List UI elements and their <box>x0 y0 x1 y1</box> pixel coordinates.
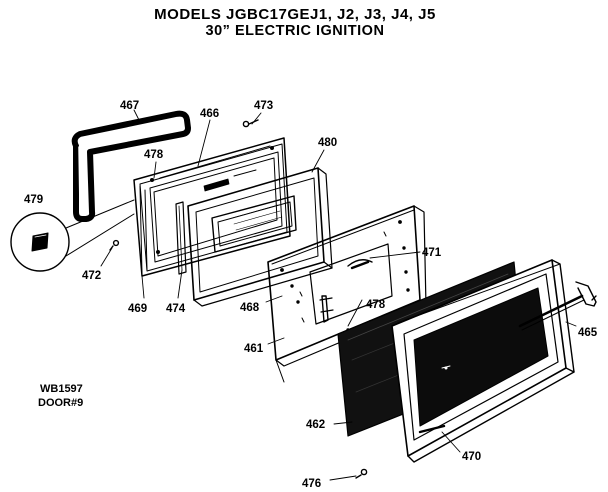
callout-468: 468 <box>240 302 260 314</box>
callout-478-mid: 478 <box>366 299 386 311</box>
callout-461: 461 <box>244 343 264 355</box>
callout-471: 471 <box>422 247 442 259</box>
screw-473 <box>242 119 259 128</box>
callout-467: 467 <box>120 100 139 112</box>
plate-code: WB1597 <box>40 383 83 395</box>
callout-474: 474 <box>166 303 186 315</box>
leader-lines <box>100 109 577 481</box>
diagram-title: MODELS JGBC17GEJ1, J2, J3, J4, J5 30” EL… <box>0 6 608 40</box>
title-models: MODELS JGBC17GEJ1, J2, J3, J4, J5 <box>154 6 436 23</box>
door-handle-465 <box>518 281 597 331</box>
callout-466: 466 <box>200 108 219 120</box>
side-trim-474 <box>175 201 187 275</box>
callout-462: 462 <box>306 419 325 431</box>
plate-door: DOOR#9 <box>38 397 84 409</box>
inner-door-frame-466 <box>133 137 291 277</box>
callout-479: 479 <box>24 194 43 206</box>
outer-door-frame-470 <box>391 259 575 463</box>
callout-470: 470 <box>462 451 481 463</box>
screw-476 <box>355 468 368 479</box>
callout-472: 472 <box>82 270 101 282</box>
callout-473: 473 <box>254 100 273 112</box>
callout-labels: 467 466 473 478 480 479 472 469 474 468 … <box>24 100 598 490</box>
callout-469: 469 <box>128 303 147 315</box>
callout-465: 465 <box>578 327 598 339</box>
callout-480: 480 <box>318 137 337 149</box>
title-ignition: 30” ELECTRIC IGNITION <box>205 23 385 39</box>
door-gasket-467 <box>71 110 191 222</box>
callout-476: 476 <box>302 478 321 490</box>
callout-478-top: 478 <box>144 149 164 161</box>
clip-detail-479 <box>10 199 135 272</box>
